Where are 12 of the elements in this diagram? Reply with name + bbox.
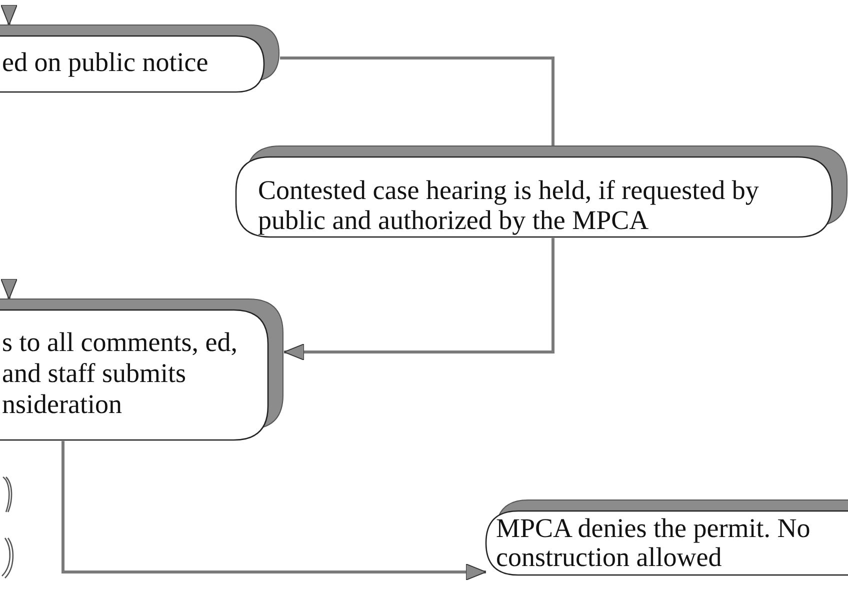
rounded-process-box [0,299,284,441]
connector-arrow [62,441,486,580]
rounded-process-box [486,500,848,576]
box-text: ed on public notice [2,47,210,77]
connector-arrow [284,238,554,360]
connector-arrow [0,4,18,26]
box-text: Contested case hearing is held, if requested by public and authorized by the MPCA [258,175,760,235]
box-text: s to all comments, ed, and staff submits nsideration [2,327,238,420]
connector-arrow [0,278,18,300]
rounded-process-box [236,146,848,238]
box-text: MPCA denies the permit. No construction allowed [496,514,812,572]
rounded-process-box [0,25,280,93]
